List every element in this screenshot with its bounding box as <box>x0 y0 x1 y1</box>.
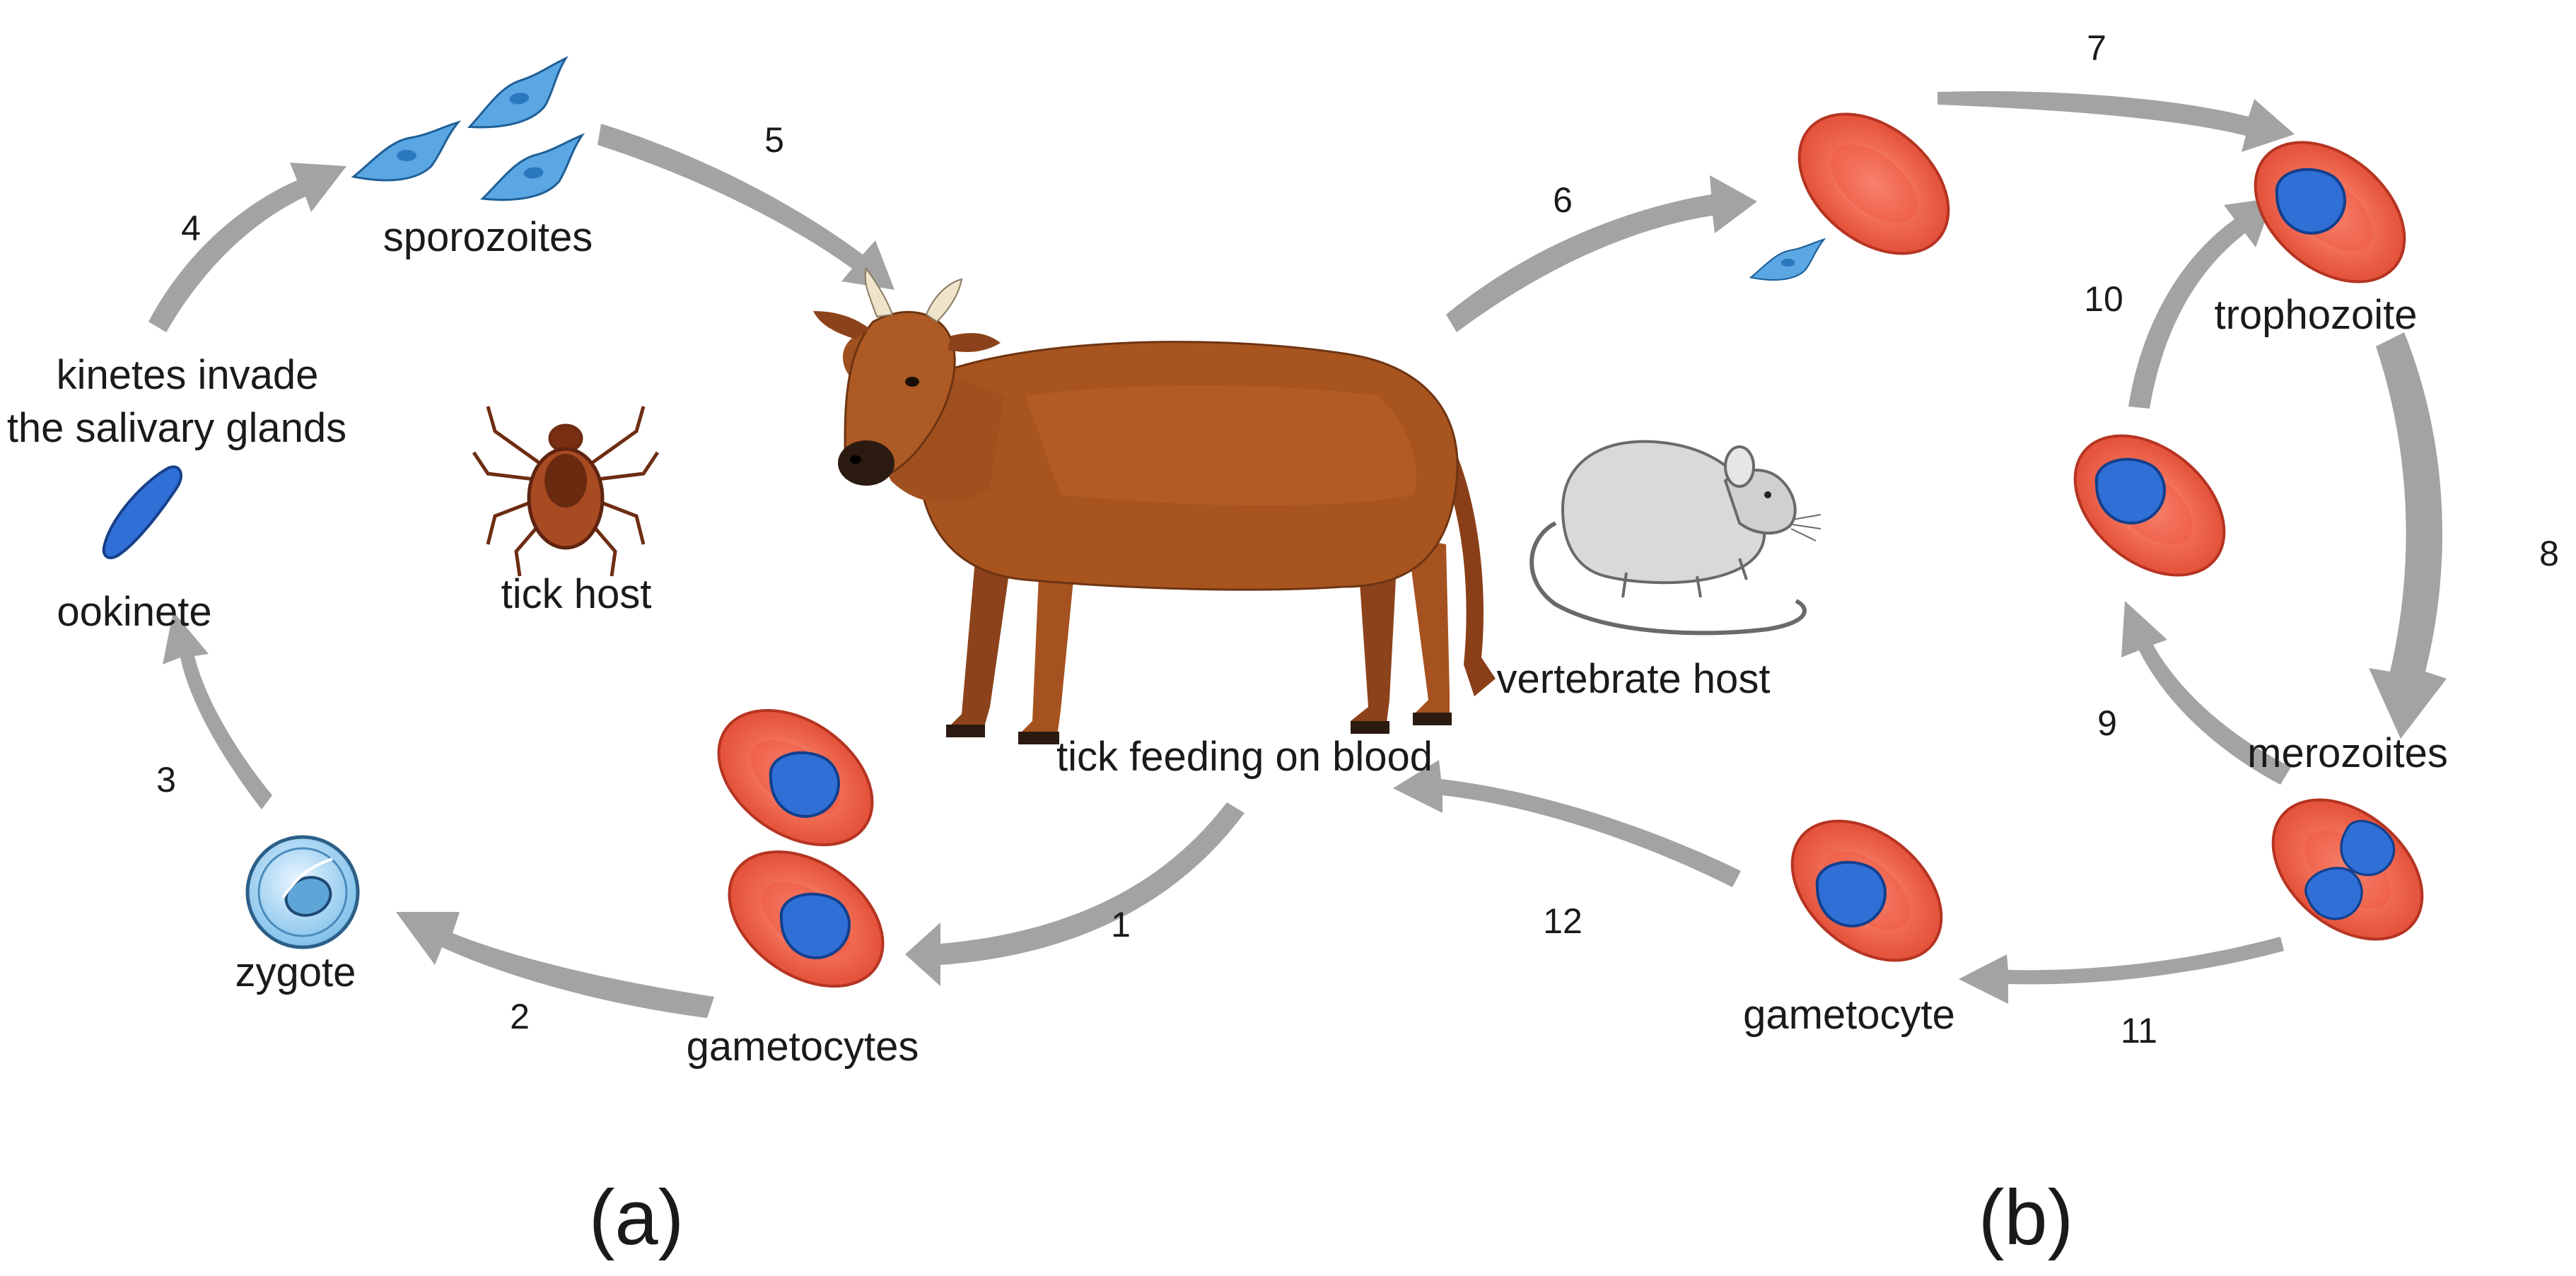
arrow-9 <box>2121 601 2291 785</box>
arrow-1 <box>905 802 1245 986</box>
step-9: 9 <box>2097 703 2117 743</box>
gametocytes-rbc-pair <box>692 681 910 1016</box>
step-12: 12 <box>1543 901 1583 941</box>
arrow-11 <box>1959 937 2284 1004</box>
label-gametocyte: gametocyte <box>1743 992 1955 1038</box>
label-kinetes-line2: the salivary glands <box>7 405 346 451</box>
rbc-sporozoite-entry <box>1749 84 1977 283</box>
arrow-2 <box>396 912 714 1018</box>
panel-label-b: (b) <box>1978 1174 2073 1261</box>
zygote-illustration <box>245 835 360 949</box>
step-11: 11 <box>2121 1011 2157 1050</box>
arrow-8 <box>2369 332 2447 739</box>
step-5: 5 <box>764 120 784 160</box>
arrow-12 <box>1393 760 1741 887</box>
cow-illustration <box>813 267 1496 744</box>
label-trophozoite: trophozoite <box>2215 292 2418 338</box>
ring-stage-rbc <box>2046 406 2253 605</box>
step-2: 2 <box>510 997 530 1036</box>
label-tick-host: tick host <box>501 571 652 617</box>
step-1: 1 <box>1111 905 1131 944</box>
cycle-arrows <box>148 91 2447 1018</box>
arrow-4 <box>148 163 346 332</box>
label-zygote: zygote <box>235 949 356 995</box>
arrow-10 <box>2128 198 2273 409</box>
step-4: 4 <box>181 209 201 248</box>
arrow-7 <box>1937 91 2295 152</box>
step-8: 8 <box>2539 534 2559 573</box>
label-kinetes-line1: kinetes invade <box>57 352 319 398</box>
panel-label-a: (a) <box>589 1174 684 1261</box>
sporozoites-illustration <box>352 57 588 204</box>
gametocyte-rbc <box>1764 791 1970 990</box>
label-vertebrate-host: vertebrate host <box>1497 656 1771 702</box>
step-numbers: 1 2 3 4 5 6 7 8 9 10 11 12 <box>156 28 2559 1050</box>
step-3: 3 <box>156 760 176 800</box>
step-10: 10 <box>2084 279 2123 319</box>
label-gametocytes: gametocytes <box>687 1024 919 1070</box>
step-7: 7 <box>2087 28 2106 68</box>
ookinete-illustration <box>102 465 182 559</box>
mouse-illustration <box>1529 440 1822 636</box>
arrow-5 <box>598 124 894 290</box>
arrow-3 <box>163 611 272 809</box>
label-tick-feeding: tick feeding on blood <box>1056 734 1433 780</box>
tick-illustration <box>472 406 660 577</box>
label-merozoites: merozoites <box>2247 730 2448 776</box>
label-ookinete: ookinete <box>57 589 211 635</box>
arrow-6 <box>1446 175 1757 332</box>
label-sporozoites: sporozoites <box>383 214 593 260</box>
step-6: 6 <box>1553 180 1573 220</box>
